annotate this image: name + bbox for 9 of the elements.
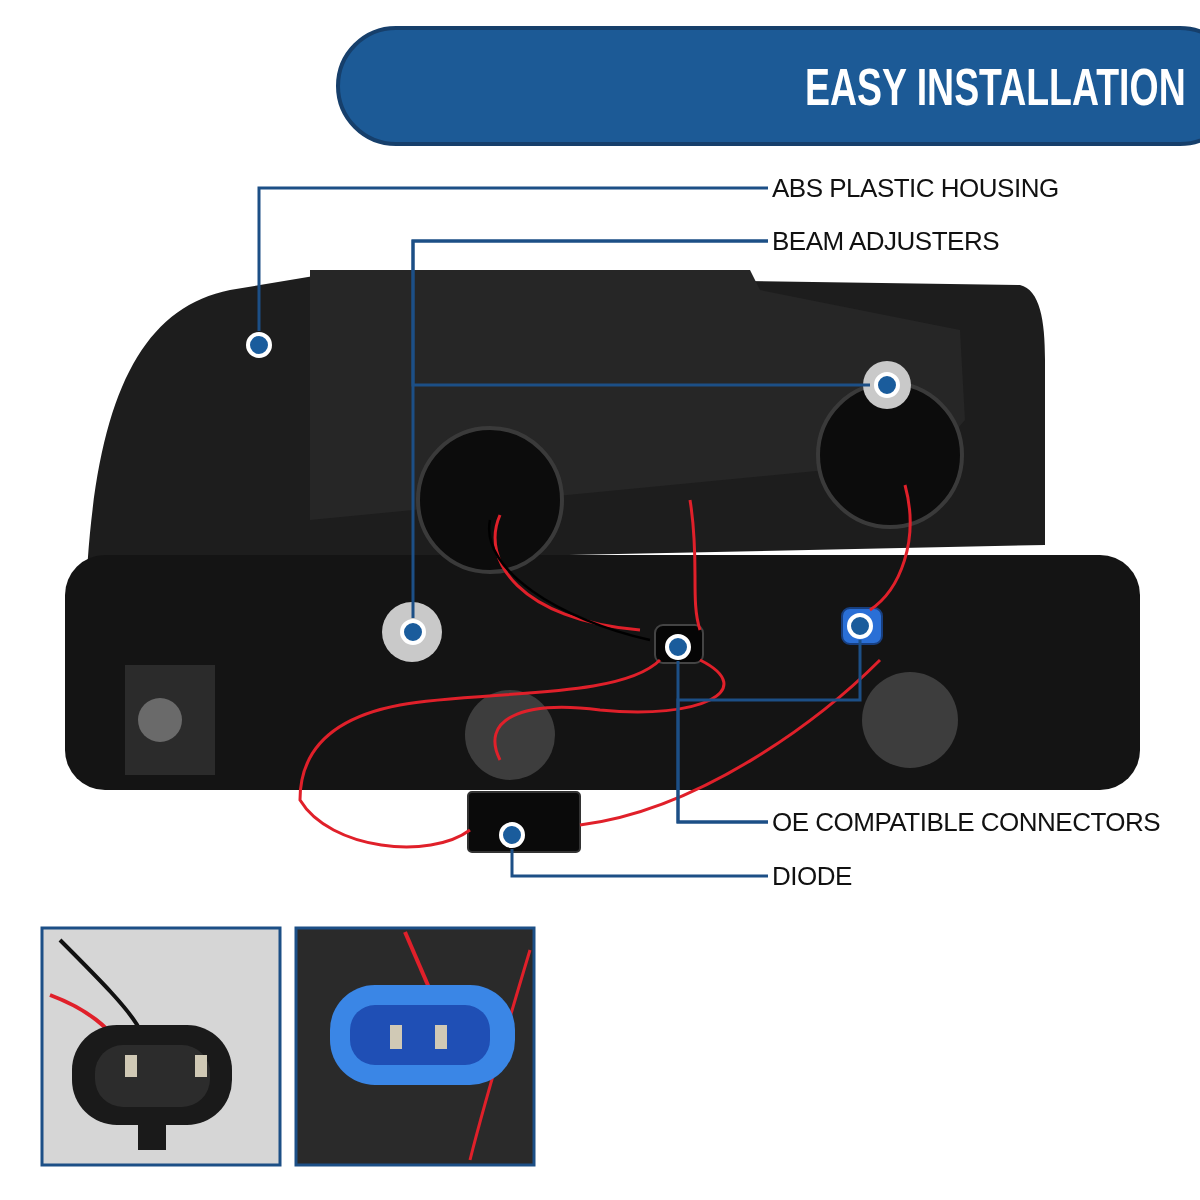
callout-label: BEAM ADJUSTERS: [772, 223, 1000, 259]
banner-heading: EASY INSTALLATION: [805, 58, 1186, 116]
callout-label: OE COMPATIBLE CONNECTORS: [772, 804, 1161, 840]
callout-label: DIODE: [772, 858, 852, 894]
leader-line: [257, 186, 768, 331]
leader-line: [676, 640, 862, 824]
callout-label: ABS PLASTIC HOUSING: [772, 170, 1059, 206]
leader-line: [510, 849, 768, 878]
leader-line: [411, 239, 768, 618]
